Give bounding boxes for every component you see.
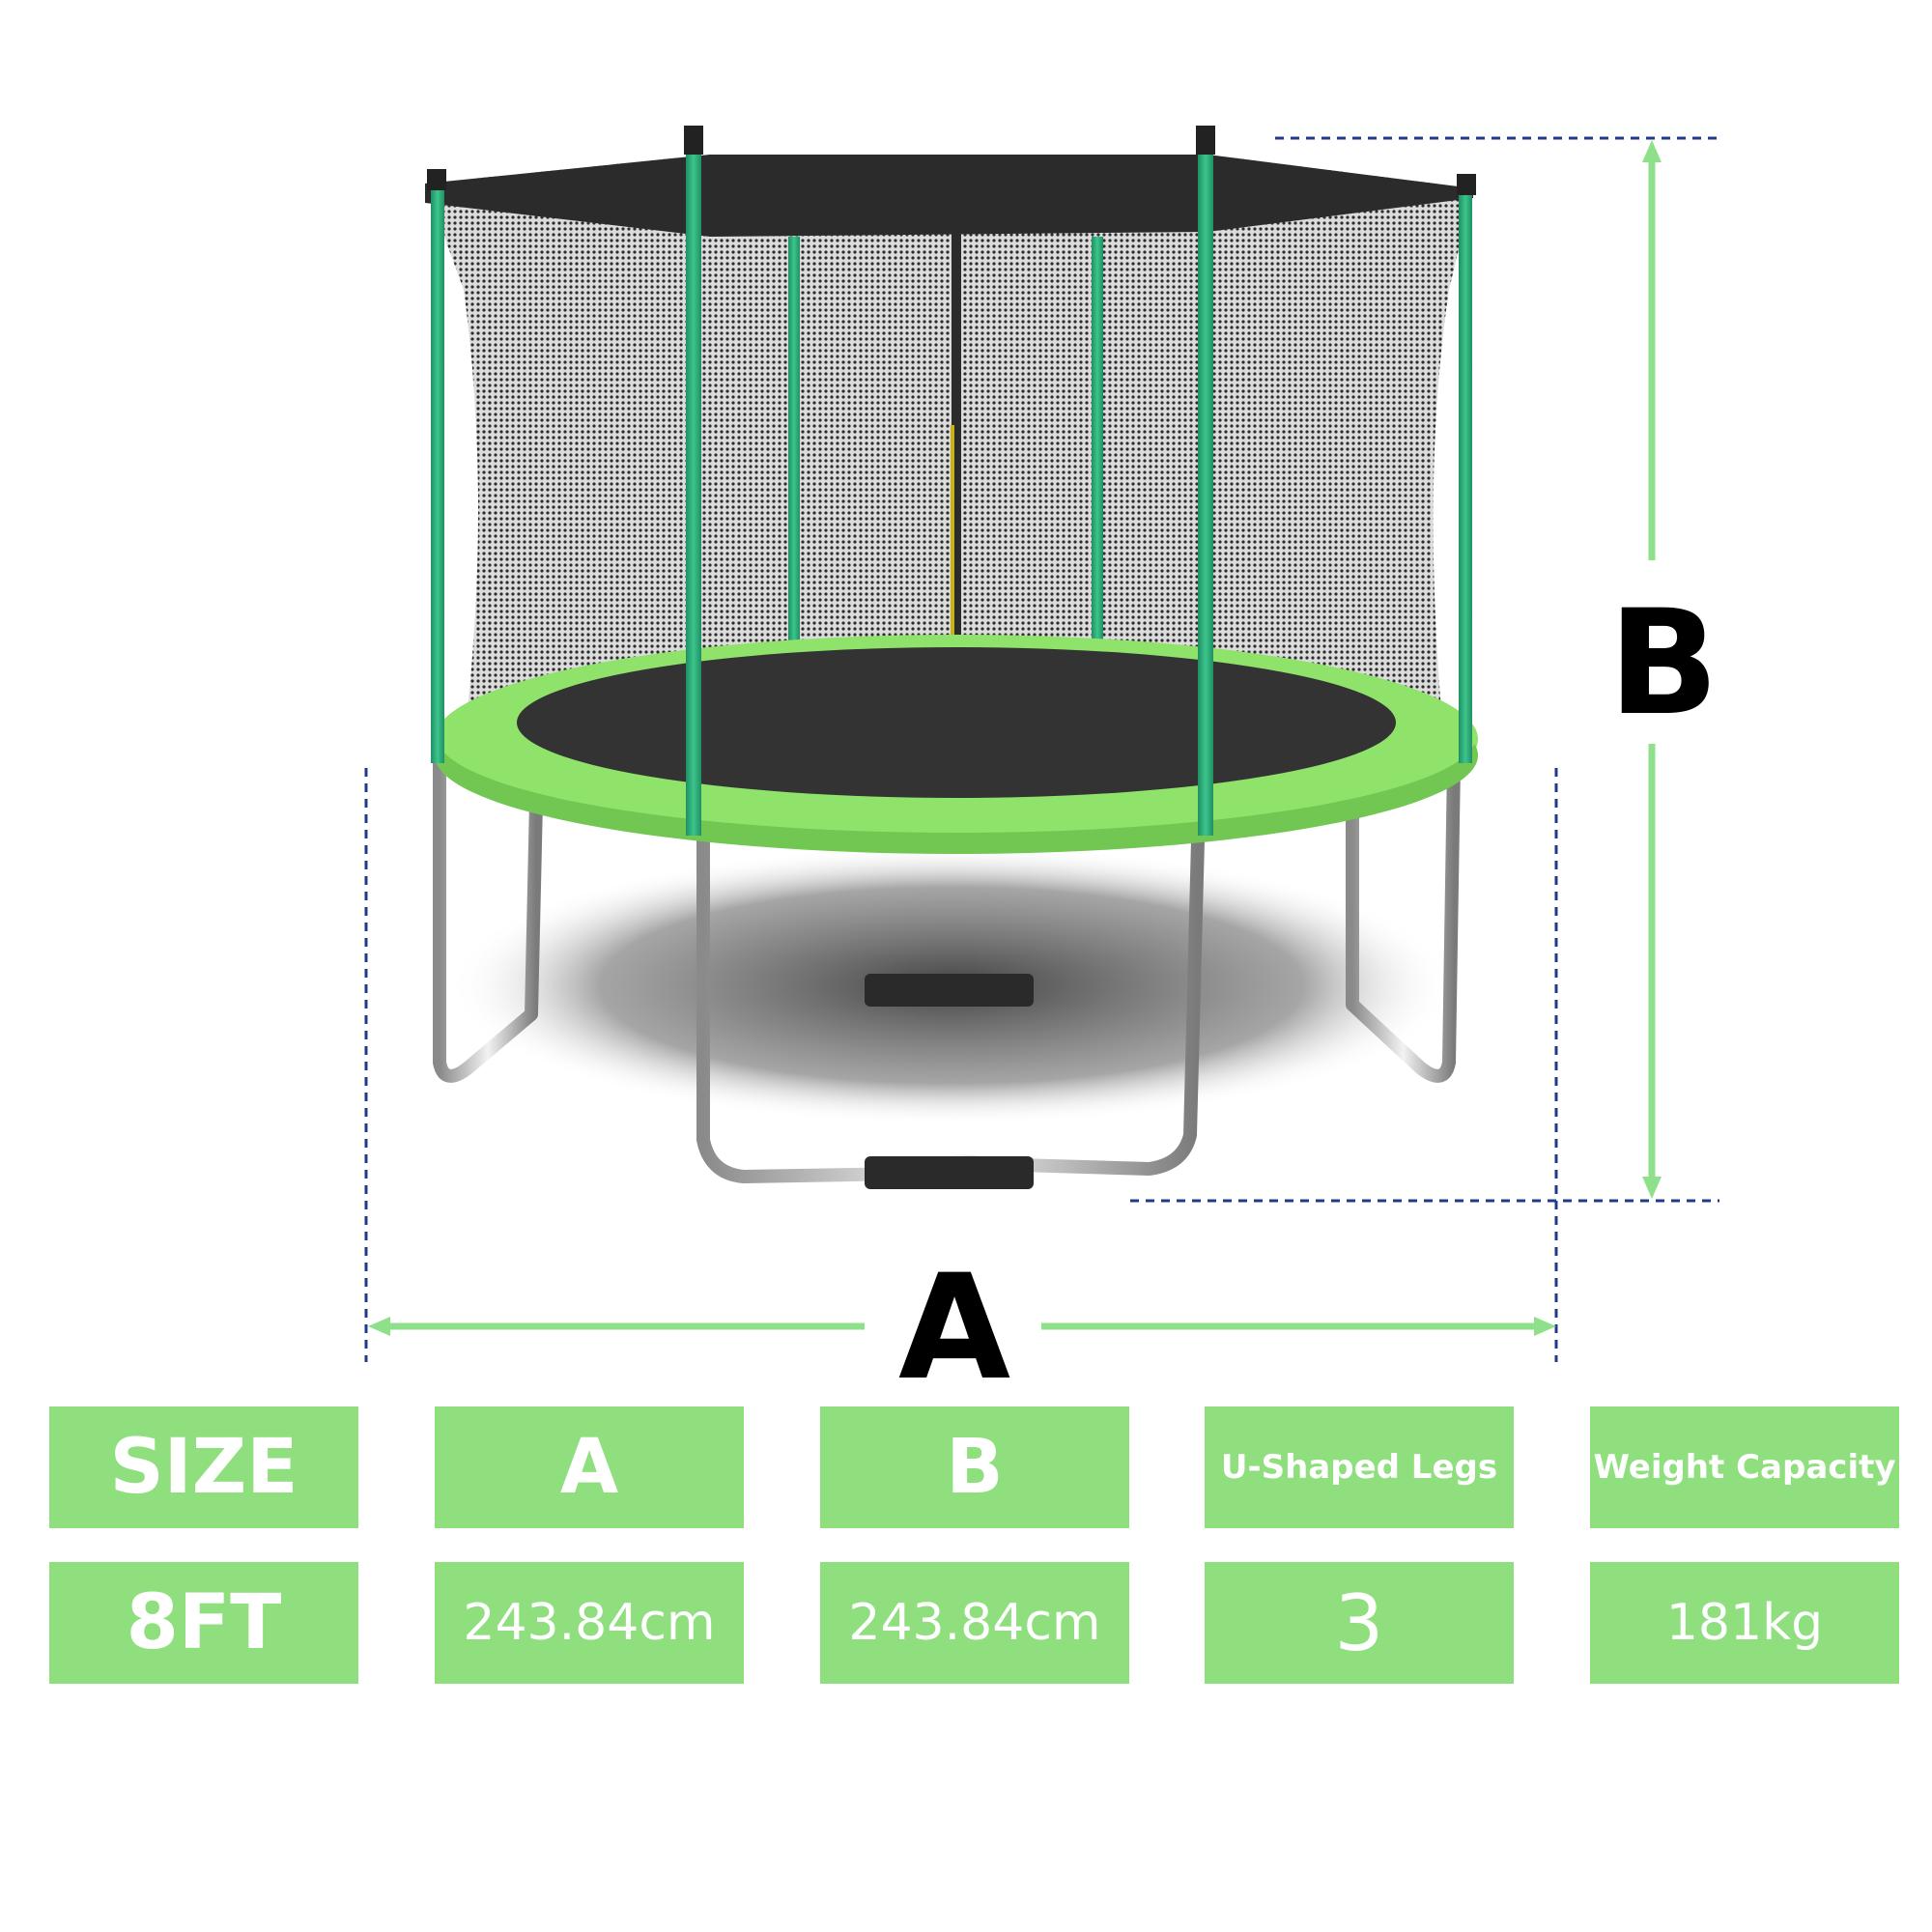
dimension-label-a: A — [898, 1244, 1011, 1412]
spec-value-row: 8FT 243.84cm 243.84cm 3 181kg — [0, 1562, 1932, 1684]
dim-a-left-arrowhead — [368, 1317, 390, 1336]
leg-right — [1346, 762, 1461, 1083]
pole-outer-left — [431, 179, 444, 763]
leg-left — [433, 763, 543, 1083]
pole-cap — [1196, 126, 1215, 155]
pole-cap — [427, 169, 446, 190]
dim-b-top-arrowhead — [1642, 140, 1662, 162]
ladder-step-lower — [865, 1156, 1034, 1189]
trampoline-illustration — [364, 126, 1719, 1362]
spec-header-size: SIZE — [49, 1406, 358, 1528]
spec-header-row: SIZE A B U-Shaped Legs Weight Capacity — [0, 1406, 1932, 1528]
jumping-mat — [517, 647, 1396, 798]
dim-b-bottom-arrowhead — [1642, 1177, 1662, 1199]
dim-a-right-arrowhead — [1534, 1317, 1556, 1336]
pole-cap — [1457, 174, 1476, 195]
pole-outer-right — [1459, 184, 1472, 763]
spec-value-size: 8FT — [49, 1562, 358, 1684]
dimension-label-b: B — [1608, 580, 1719, 748]
spec-value-weight: 181kg — [1590, 1562, 1899, 1684]
spec-header-weight: Weight Capacity — [1590, 1406, 1899, 1528]
spec-value-legs: 3 — [1205, 1562, 1514, 1684]
pole-front-left — [686, 155, 701, 836]
pole-cap — [684, 126, 703, 155]
spec-header-b: B — [820, 1406, 1129, 1528]
spec-value-b: 243.84cm — [820, 1562, 1129, 1684]
back-pole-right — [1092, 237, 1103, 642]
spec-header-a: A — [435, 1406, 744, 1528]
ladder-step-upper — [865, 974, 1034, 1007]
spec-value-a: 243.84cm — [435, 1562, 744, 1684]
back-pole-left — [788, 237, 800, 642]
spec-header-legs: U-Shaped Legs — [1205, 1406, 1514, 1528]
pole-front-right — [1198, 155, 1213, 836]
